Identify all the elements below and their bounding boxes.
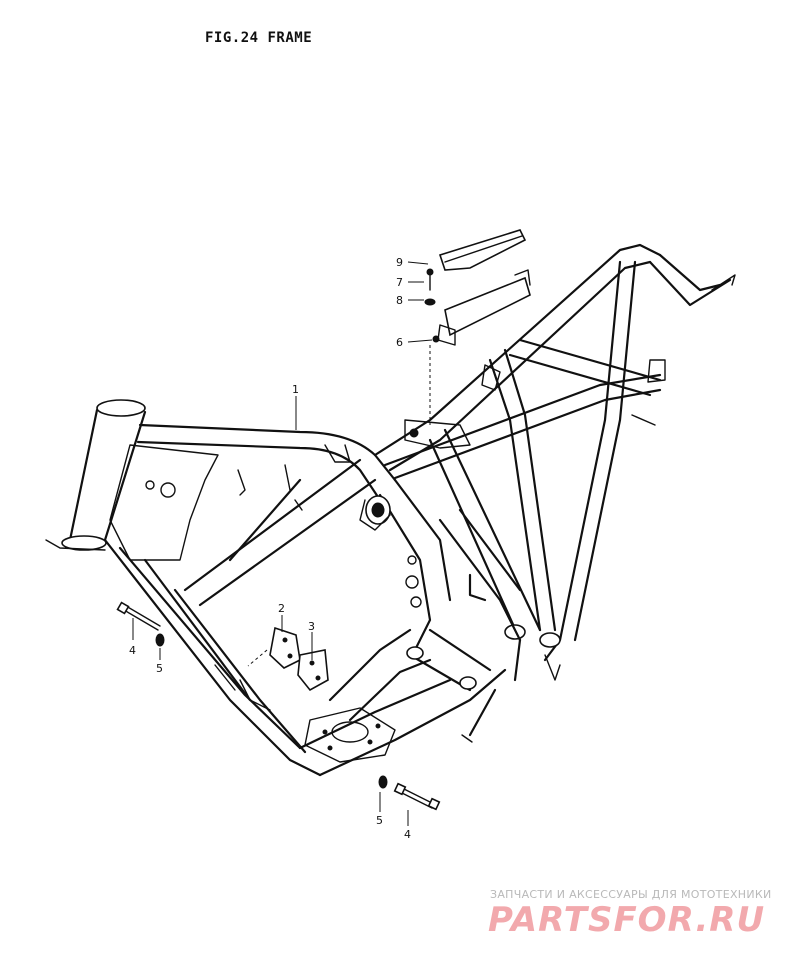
bolt-left — [116, 601, 165, 647]
rear-struts — [428, 260, 666, 682]
figure-title: FIG.24 FRAME — [205, 30, 313, 46]
steering-head — [45, 399, 147, 551]
callout-1: 1 — [292, 383, 299, 396]
callout-leaders — [132, 261, 433, 826]
engine-mount-plates — [269, 626, 329, 692]
callout-5-right: 5 — [376, 814, 383, 827]
callout-9: 9 — [396, 256, 403, 269]
lower-cradle — [298, 628, 507, 777]
callout-7: 7 — [396, 276, 403, 289]
callout-5-left: 5 — [156, 662, 163, 675]
callout-4-right: 4 — [404, 828, 411, 841]
callout-labels: 1 2 3 4 5 4 5 6 7 8 9 — [129, 256, 411, 841]
callout-4-left: 4 — [129, 644, 136, 657]
watermark-tagline: ЗАПЧАСТИ И АКСЕССУАРЫ ДЛЯ МОТОТЕХНИКИ — [490, 888, 772, 901]
bolt-right — [378, 775, 441, 811]
backbone-gusset — [404, 364, 501, 449]
rear-lower-tubes — [438, 508, 522, 743]
front-braces — [183, 458, 377, 607]
callout-6: 6 — [396, 336, 403, 349]
top-tube — [136, 423, 397, 502]
callout-8: 8 — [396, 294, 403, 307]
skid-plate — [304, 707, 396, 763]
seat-bracket-assembly — [424, 229, 531, 346]
down-tubes — [103, 538, 322, 777]
callout-3: 3 — [308, 620, 315, 633]
head-gusset — [109, 444, 219, 561]
rear-subframe — [373, 243, 736, 480]
swingarm-pivot — [359, 478, 452, 652]
watermark-logo: PARTSFOR.RU — [488, 900, 766, 940]
callout-2: 2 — [278, 602, 285, 615]
